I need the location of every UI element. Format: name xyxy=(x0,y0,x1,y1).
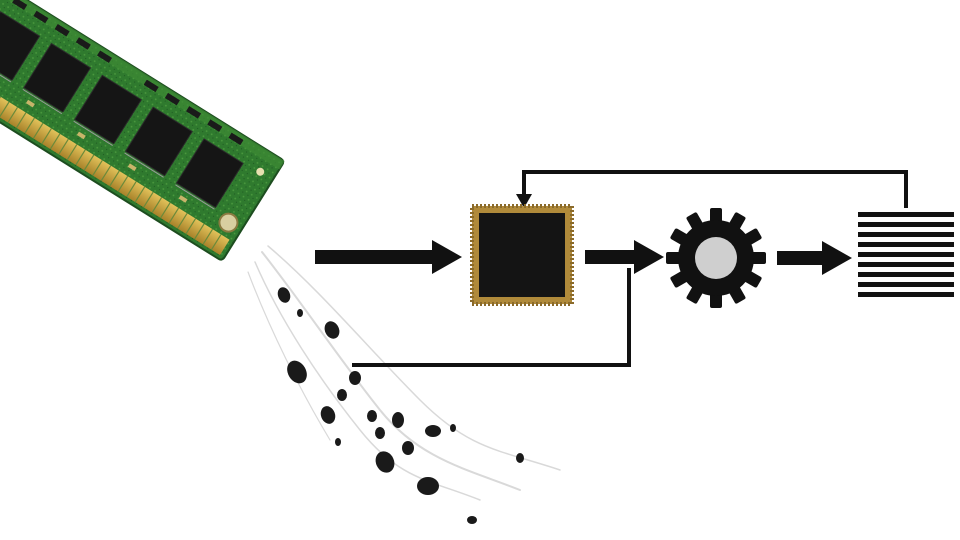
arrow-chip-to-gear xyxy=(585,240,664,274)
arrow-memory-to-chip xyxy=(315,240,462,274)
gear-icon xyxy=(666,208,766,308)
return-line xyxy=(352,268,631,367)
gear-hub xyxy=(695,237,737,279)
feedback-arrowhead xyxy=(516,194,532,208)
memory-chip-row xyxy=(0,11,244,209)
striped-block-icon xyxy=(858,212,954,297)
capacitor-icon xyxy=(218,212,239,233)
data-particles xyxy=(277,287,524,524)
ram-module-icon xyxy=(0,0,285,261)
gold-contacts xyxy=(0,70,230,256)
chip-icon xyxy=(470,204,574,306)
feedback-loop-arrow xyxy=(522,170,908,208)
arrow-gear-to-output xyxy=(777,241,852,275)
